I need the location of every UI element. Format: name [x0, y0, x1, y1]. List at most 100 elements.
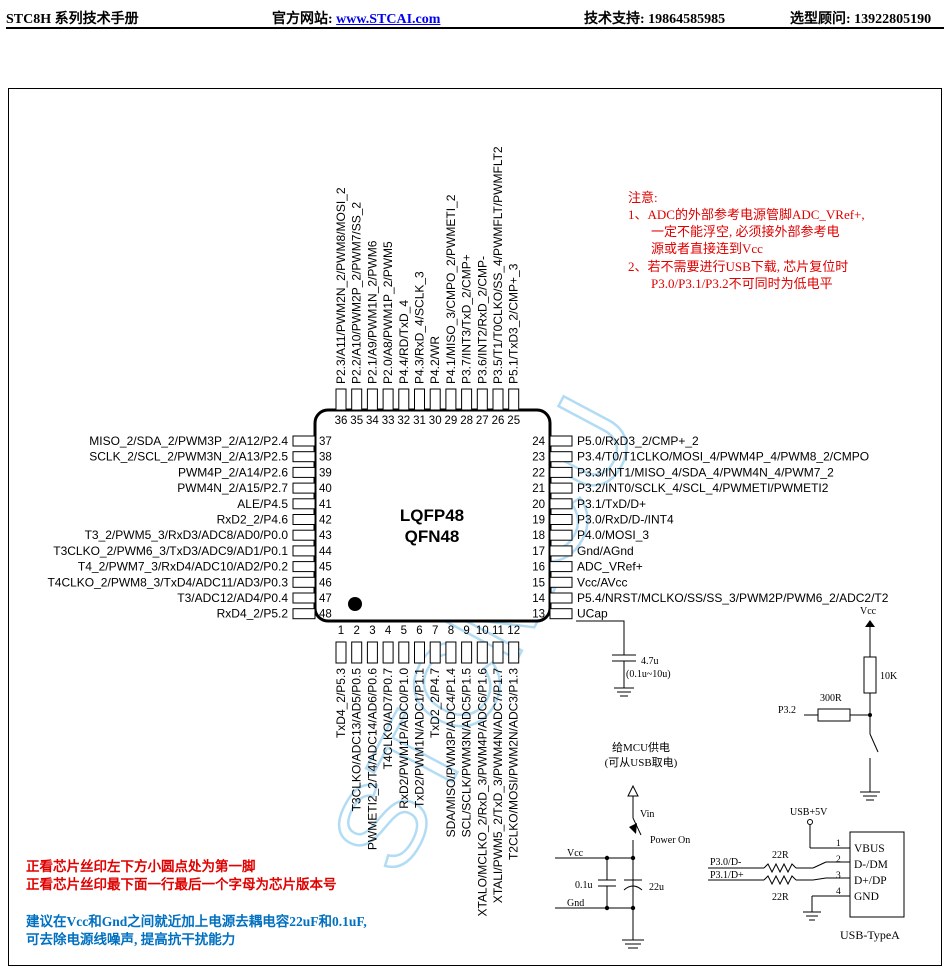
pin-pad [461, 388, 473, 411]
usb-pin-label: D+/DP [854, 875, 887, 887]
pin-label: UCap [577, 607, 608, 621]
pin-pad [398, 388, 410, 411]
junction-dot [630, 905, 636, 911]
junction-dot [868, 713, 872, 717]
pin-number: 36 [335, 415, 348, 427]
junction-dot [604, 905, 610, 911]
pin-label: T3_2/PWM5_3/RxD3/ADC8/AD0/P0.0 [85, 528, 289, 542]
pin-number: 32 [397, 415, 410, 427]
pin-number: 13 [532, 609, 545, 621]
pin-number: 28 [460, 415, 473, 427]
note-line: 1、ADC的外部参考电源管脚ADC_VRef+, [628, 207, 865, 222]
cap-small-label: 0.1u [575, 880, 593, 891]
pin-label: PWM4N_2/A15/P2.7 [177, 481, 288, 495]
pin-label: PWMETI2_2/T4/ADC14/AD6/P0.6 [365, 668, 379, 850]
pin-pad [351, 641, 363, 664]
usb-pin-number: 3 [836, 871, 841, 881]
power-circuit [555, 790, 644, 949]
pin-label: TxD4_2/P5.3 [334, 668, 348, 738]
pin-number: 41 [319, 499, 332, 511]
package-label-1: LQFP48 [400, 506, 464, 525]
vcc-rail-label: Vcc [567, 848, 584, 859]
pin-pad [292, 545, 316, 557]
pin-pad [492, 388, 504, 411]
selection-advisor: 选型顾问: 13922805190 [790, 12, 932, 27]
pin-pad [445, 388, 457, 411]
pin-label: P2.0/A8/PWM1P_2/PWM5 [381, 241, 395, 384]
gnd-rail-label: Gnd [567, 898, 584, 909]
pin-label: SCLK_2/SCL_2/PWM3N_2/A13/P2.5 [89, 450, 288, 464]
pin-pad [366, 388, 378, 411]
pin-label: P3.7/INT3/TxD_2/CMP+ [460, 254, 474, 384]
pin-number: 34 [366, 415, 379, 427]
pin-pad [461, 641, 473, 664]
pin-label: P3.0/RxD/D-/INT4 [577, 513, 674, 527]
pin-label: Vcc/AVcc [577, 575, 627, 589]
top-pins: 36P2.3/A11/PWM2N_2/PWM8/MOSI_235P2.2/A10… [334, 146, 521, 427]
pin-number: 6 [416, 625, 422, 637]
pin-pad [549, 561, 573, 573]
usb-r1-label: 22R [772, 850, 789, 861]
usb5v-terminal-icon [807, 819, 813, 825]
pin-pad [382, 641, 394, 664]
reset-vcc-label: Vcc [860, 606, 877, 617]
pin-pad [292, 529, 316, 541]
pin-number: 25 [507, 415, 520, 427]
pin-pad [292, 498, 316, 510]
pin-pad [429, 388, 441, 411]
pin-label: MISO_2/SDA_2/PWM3P_2/A12/P2.4 [89, 434, 288, 448]
pin-number: 45 [319, 562, 332, 574]
pin-label: T3CLKO/ADC13/AD5/P0.5 [350, 668, 364, 812]
pin-label: SDA/MISO/PWM3P/ADC4/P1.4 [444, 668, 458, 838]
pin-pad [549, 576, 573, 588]
pin-number: 17 [532, 546, 545, 558]
usb-pin-number: 1 [836, 839, 841, 849]
pin-pad [414, 641, 425, 664]
pin-number: 44 [319, 546, 332, 558]
pin-pad [335, 388, 347, 411]
pin-number: 7 [432, 625, 438, 637]
pin-label: P5.4/NRST/MCLKO/SS/SS_3/PWM2P/PWM6_2/ADC… [577, 591, 889, 605]
usb-supply-label: USB+5V [790, 807, 828, 818]
pin-label: P3.4/T0/T1CLKO/MOSI_4/PWM4P_4/PWM8_2/CMP… [577, 450, 869, 464]
pin-label: RxD2_2/P4.6 [217, 513, 289, 527]
pin-pad [476, 388, 488, 411]
usb-connector-label: USB-TypeA [840, 928, 900, 942]
pin-pad [508, 388, 520, 411]
pin-pad [429, 641, 441, 664]
pin-number: 30 [429, 415, 442, 427]
pin-number: 10 [476, 625, 489, 637]
pin-pad [292, 466, 316, 478]
pin-pad [292, 608, 316, 620]
site-link[interactable]: www.STCAI.com [336, 12, 441, 27]
note-version: 正看芯片丝印最下面一行最后一个字母为芯片版本号 [26, 877, 337, 892]
pin-label: PWM4P_2/A14/P2.6 [178, 465, 288, 479]
pin-number: 39 [319, 467, 332, 479]
usb-pin-label: D-/DM [854, 859, 888, 871]
pin-pad [549, 529, 573, 541]
notes-block: 注意: 1、ADC的外部参考电源管脚ADC_VRef+, 一定不能浮空, 必须接… [628, 190, 865, 291]
pin-pad [549, 545, 573, 557]
pin-number: 29 [445, 415, 458, 427]
pin-number: 16 [532, 562, 545, 574]
pin-label: P5.1/TxD3_2/CMP+_3 [507, 263, 521, 384]
pin-number: 20 [532, 499, 545, 511]
junction-dot [604, 855, 610, 861]
vin-label: Vin [640, 809, 654, 820]
pin-label: P4.2/WR [428, 336, 442, 384]
usb-pin-label: GND [854, 891, 879, 903]
pin-label: T3CLKO_2/PWM6_3/TxD3/ADC9/AD1/P0.1 [53, 544, 288, 558]
usb-pin-number: 2 [836, 855, 841, 865]
bottom-pins: 1TxD4_2/P5.32T3CLKO/ADC13/AD5/P0.53PWMET… [334, 625, 521, 917]
pin-label: P2.2/A10/PWM2P_2/PWM7/SS_2 [350, 202, 364, 384]
pin-number: 12 [507, 625, 520, 637]
pin-number: 48 [319, 609, 332, 621]
pin-number: 4 [385, 625, 392, 637]
pin-pad [445, 641, 457, 664]
pin-pad [508, 641, 520, 664]
pin-pad [414, 388, 425, 411]
pin-label: XTALI/PWM5_2/TxD_3/PWM4N/ADC7/P1.7 [491, 668, 505, 904]
pin-label: P4.0/MOSI_3 [577, 528, 649, 542]
pin-label: TxD2_2/P4.7 [428, 668, 442, 738]
